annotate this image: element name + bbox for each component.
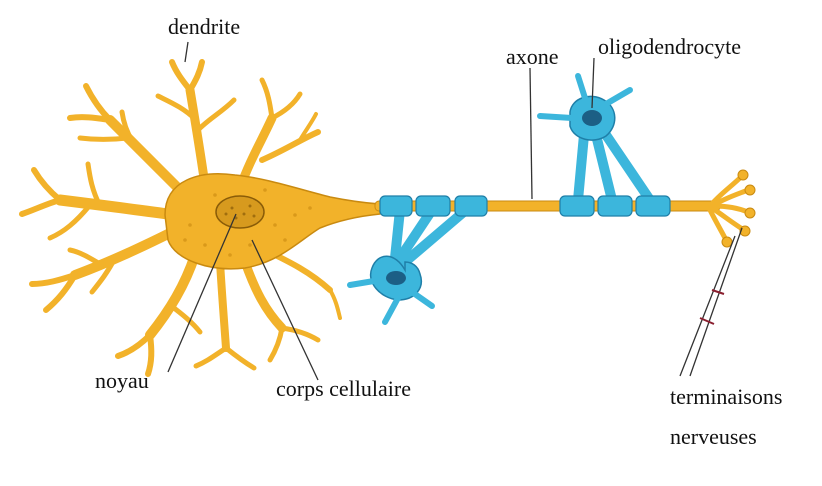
nucleus	[216, 196, 264, 228]
oligodendrocyte-lower	[350, 210, 466, 322]
label-nerveuses: nerveuses	[670, 424, 757, 449]
label-axone: axone	[506, 44, 559, 69]
label-noyau: noyau	[95, 368, 149, 393]
label-terminaisons: terminaisons	[670, 384, 782, 409]
cell-body	[165, 174, 380, 269]
oligodendrocyte-upper	[540, 76, 650, 200]
label-oligodendrocyte: oligodendrocyte	[598, 34, 741, 59]
label-dendrite: dendrite	[168, 14, 240, 39]
label-corps-cellulaire: corps cellulaire	[276, 376, 411, 401]
